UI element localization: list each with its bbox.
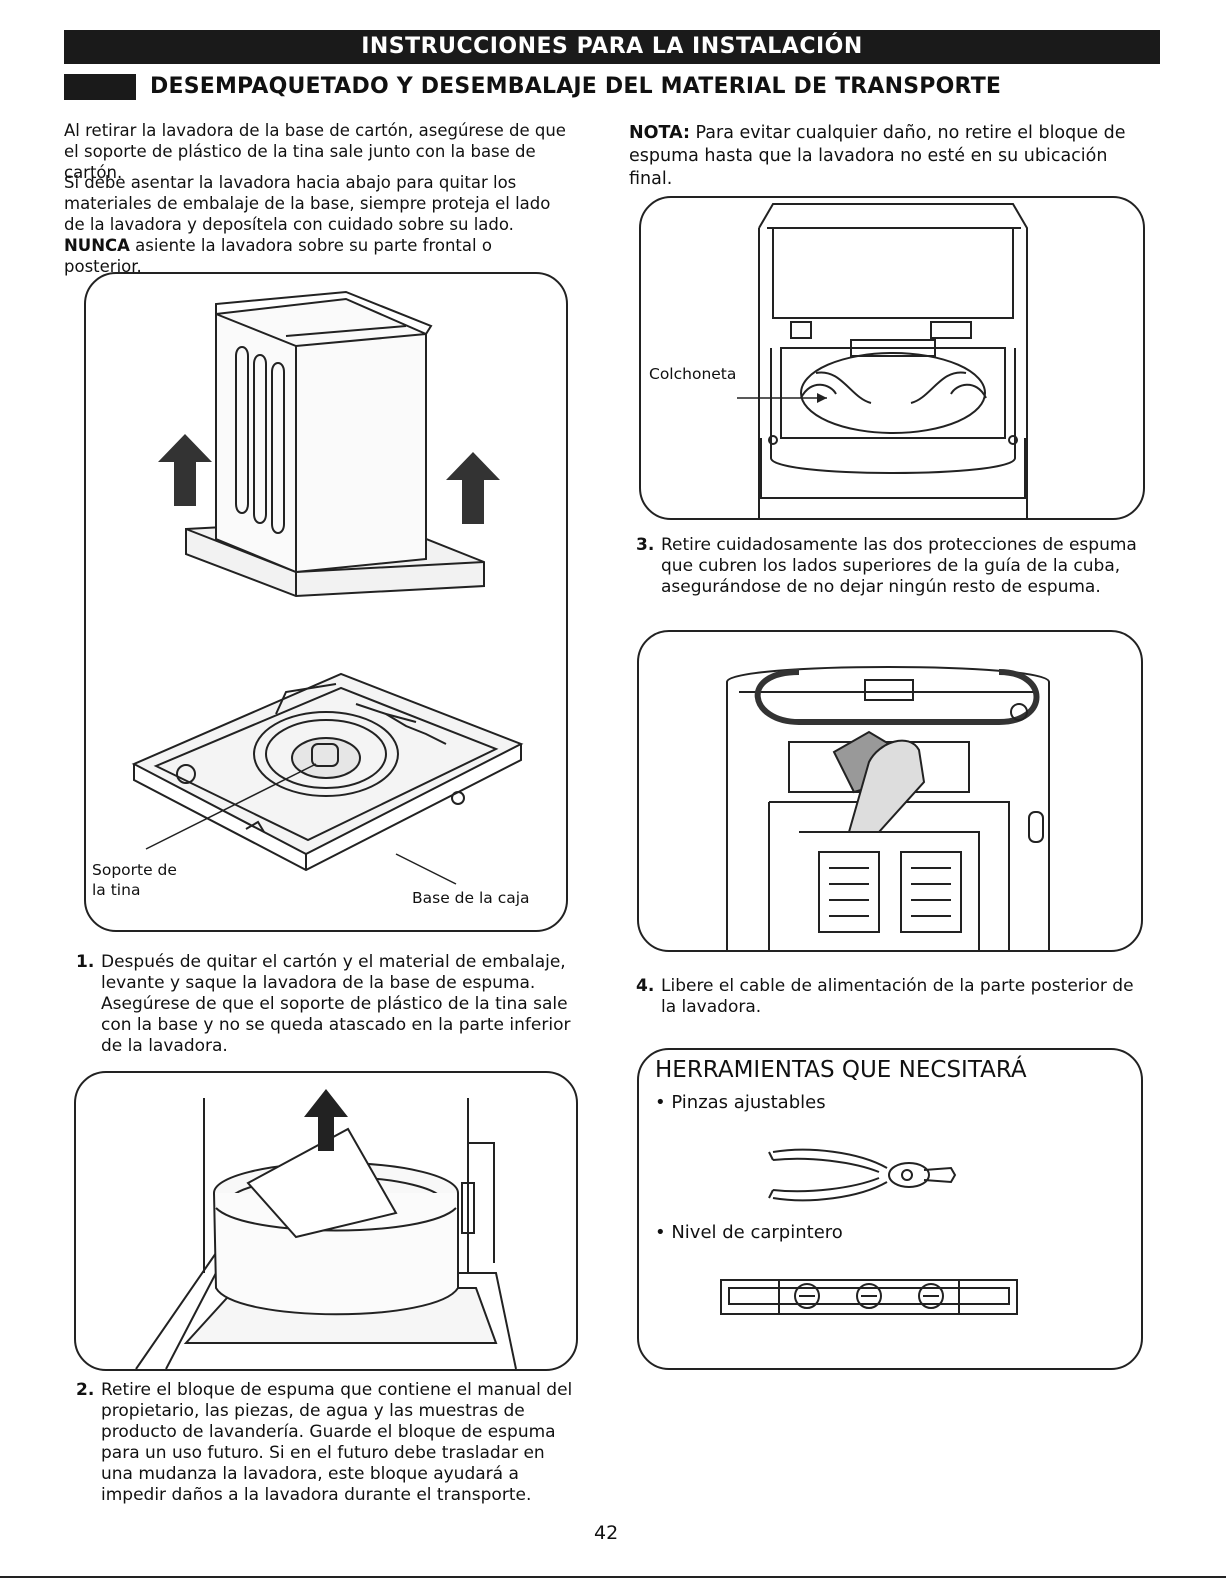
section-marker — [64, 74, 136, 100]
bottom-rule — [0, 1576, 1226, 1578]
step-2-text: Retire el bloque de espuma que contiene … — [101, 1380, 573, 1505]
foam-block-illustration — [135, 1089, 517, 1369]
step-2: 2. Retire el bloque de espuma que contie… — [76, 1380, 576, 1510]
step-1: 1. Después de quitar el cartón y el mate… — [76, 952, 576, 1062]
note-label: NOTA: — [629, 123, 690, 143]
intro-paragraph-2-start: Si debe asentar la lavadora hacia abajo … — [64, 173, 551, 234]
figure-power-cord — [637, 630, 1143, 952]
step-2-number: 2. — [76, 1380, 95, 1400]
power-cord-illustration — [726, 666, 1050, 950]
intro-paragraph-1: Al retirar la lavadora de la base de car… — [64, 121, 566, 182]
tools-title: HERRAMIENTAS QUE NECSITARÁ — [655, 1057, 1027, 1083]
tool-item-pliers: • Pinzas ajustables — [655, 1092, 826, 1113]
label-box-base: Base de la caja — [412, 889, 530, 907]
note-paragraph: NOTA: Para evitar cualquier daño, no ret… — [629, 122, 1149, 191]
note-text: Para evitar cualquier daño, no retire el… — [629, 123, 1126, 189]
step-3-text: Retire cuidadosamente las dos proteccion… — [661, 535, 1137, 597]
step-4-text: Libere el cable de alimentación de la pa… — [661, 976, 1134, 1017]
label-tub-support: Soporte de la tina — [92, 861, 177, 899]
label-pad: Colchoneta — [649, 365, 737, 383]
step-3: 3. Retire cuidadosamente las dos protecc… — [636, 535, 1146, 605]
step-4-number: 4. — [636, 976, 655, 996]
tool-item-level: • Nivel de carpintero — [655, 1222, 843, 1243]
intro-paragraph-2-end: asiente la lavadora sobre su parte front… — [64, 236, 492, 276]
section-title: DESEMPAQUETADO Y DESEMBALAJE DEL MATERIA… — [150, 74, 1002, 99]
step-3-number: 3. — [636, 535, 655, 555]
step-4: 4. Libere el cable de alimentación de la… — [636, 976, 1146, 1022]
figure-foam-block — [74, 1071, 578, 1371]
figure-washer-lift: Soporte de la tina Base de la caja — [84, 272, 568, 932]
pliers-icon — [768, 1148, 957, 1202]
intro-paragraph-2: Si debe asentar la lavadora hacia abajo … — [64, 172, 574, 277]
step-1-text: Después de quitar el cartón y el materia… — [101, 952, 571, 1056]
washer-lift-illustration — [131, 290, 524, 885]
washer-open-lid-illustration — [737, 203, 1028, 518]
intro-never: NUNCA — [64, 236, 130, 255]
level-icon — [720, 1279, 1018, 1315]
figure-washer-open-lid: Colchoneta — [639, 196, 1145, 520]
page-number: 42 — [594, 1522, 619, 1544]
step-1-number: 1. — [76, 952, 95, 972]
tools-box: HERRAMIENTAS QUE NECSITARÁ • Pinzas ajus… — [637, 1048, 1143, 1370]
page-header: INSTRUCCIONES PARA LA INSTALACIÓN — [64, 30, 1160, 64]
